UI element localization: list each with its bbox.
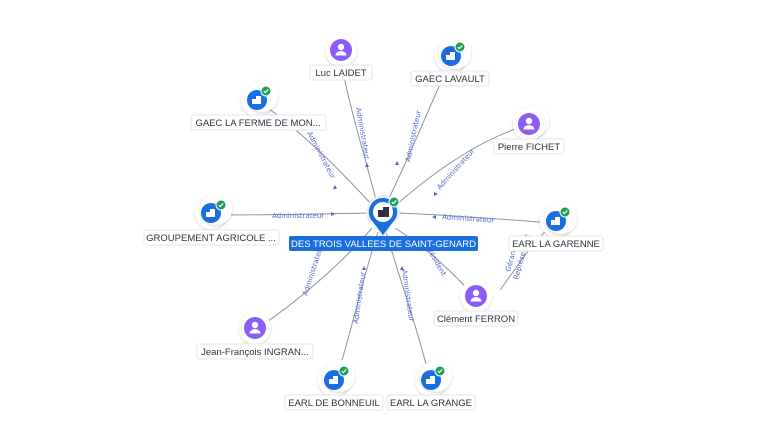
node-label: Clément FERRON xyxy=(437,314,515,325)
node-luc[interactable]: Luc LAIDET xyxy=(309,34,373,81)
edge-label-groupement: Administrateur xyxy=(272,212,324,220)
building-icon xyxy=(252,96,261,104)
building-icon xyxy=(446,52,455,60)
node-earl-grange[interactable]: EARL LA GRANGE xyxy=(386,360,476,411)
arrow-marker xyxy=(395,161,399,165)
arrow-marker xyxy=(434,192,438,196)
node-earl-bonneuil[interactable]: EARL DE BONNEUIL xyxy=(284,360,384,411)
person-icon xyxy=(335,43,347,56)
check-icon xyxy=(391,199,397,205)
edge-label-earl-garenne: Administrateur xyxy=(442,213,495,225)
node-label-bg xyxy=(508,235,604,252)
arrow-marker xyxy=(365,163,369,167)
node-label-bg xyxy=(433,310,519,327)
edge-label-earl-bonneuil: Administrateur xyxy=(352,271,367,324)
node-label: EARL DE BONNEUIL xyxy=(288,398,380,409)
nodes: Luc LAIDET GAEC LAVAULT GAEC LA FERME DE… xyxy=(143,34,604,411)
node-label: EARL LA GRANGE xyxy=(390,398,472,409)
node-gaec-ferme[interactable]: GAEC LA FERME DE MON... xyxy=(190,80,327,131)
edge-label-earl-grange: Administrateur xyxy=(400,269,415,322)
edge-arrows xyxy=(326,161,438,270)
edge-gaec-ferme xyxy=(261,103,373,206)
arrow-marker xyxy=(400,266,404,270)
node-clement[interactable]: Clément FERRON xyxy=(433,280,519,327)
arrow-marker xyxy=(333,185,337,189)
node-label: GROUPEMENT AGRICOLE ... xyxy=(146,233,276,244)
node-groupement[interactable]: GROUPEMENT AGRICOLE ... xyxy=(143,193,280,246)
node-label-bg xyxy=(410,70,490,87)
node-label-bg xyxy=(493,138,565,155)
check-icon xyxy=(437,368,443,374)
person-icon xyxy=(523,117,535,130)
building-icon xyxy=(378,207,389,217)
center-label: DES TROIS VALLEES DE SAINT-GENARD xyxy=(291,239,476,250)
person-icon xyxy=(470,289,482,302)
arrow-marker xyxy=(362,266,366,270)
node-label-bg xyxy=(284,394,384,411)
edge-labels: Administrateur Administrateur Administra… xyxy=(272,107,532,324)
node-label: GAEC LAVAULT xyxy=(415,74,485,85)
edge-label-gaec-lavault: Administrateur xyxy=(404,110,423,163)
check-icon xyxy=(457,44,463,50)
building-icon xyxy=(551,217,560,225)
node-label-bg xyxy=(309,64,373,81)
edge-earl-garenne xyxy=(398,212,553,224)
edge-label-luc: Administrateur xyxy=(354,107,371,160)
building-icon xyxy=(329,376,338,384)
arrow-marker xyxy=(331,212,335,216)
check-icon xyxy=(341,368,347,374)
person-icon xyxy=(249,321,261,334)
building-icon xyxy=(206,209,215,217)
check-icon xyxy=(263,88,269,94)
node-label: GAEC LA FERME DE MON... xyxy=(195,118,320,129)
node-label: Jean-François INGRAN... xyxy=(201,347,309,358)
node-label: EARL LA GARENNE xyxy=(512,239,600,250)
building-icon xyxy=(426,376,435,384)
center-label-bg xyxy=(289,236,478,251)
node-label-bg xyxy=(196,343,314,360)
node-label: Pierre FICHET xyxy=(498,142,560,153)
node-label: Luc LAIDET xyxy=(315,68,366,79)
node-earl-garenne[interactable]: EARL LA GARENNE xyxy=(508,202,604,252)
check-icon xyxy=(562,209,568,215)
node-label-bg xyxy=(143,229,280,246)
edge-label-jeanfrancois: Administrateur xyxy=(301,244,325,296)
edge-groupement xyxy=(215,212,368,216)
node-jeanfrancois[interactable]: Jean-François INGRAN... xyxy=(196,312,314,360)
center-node[interactable]: DES TROIS VALLEES DE SAINT-GENARD xyxy=(289,195,478,251)
node-label-bg xyxy=(386,394,476,411)
edge-pierre xyxy=(395,125,525,206)
node-gaec-lavault[interactable]: GAEC LAVAULT xyxy=(410,37,490,87)
node-pierre[interactable]: Pierre FICHET xyxy=(493,105,565,155)
node-label-bg xyxy=(190,114,327,131)
edge-label-gaec-ferme: Administrateur xyxy=(305,130,337,180)
check-icon xyxy=(218,202,224,208)
arrow-marker xyxy=(432,215,436,219)
